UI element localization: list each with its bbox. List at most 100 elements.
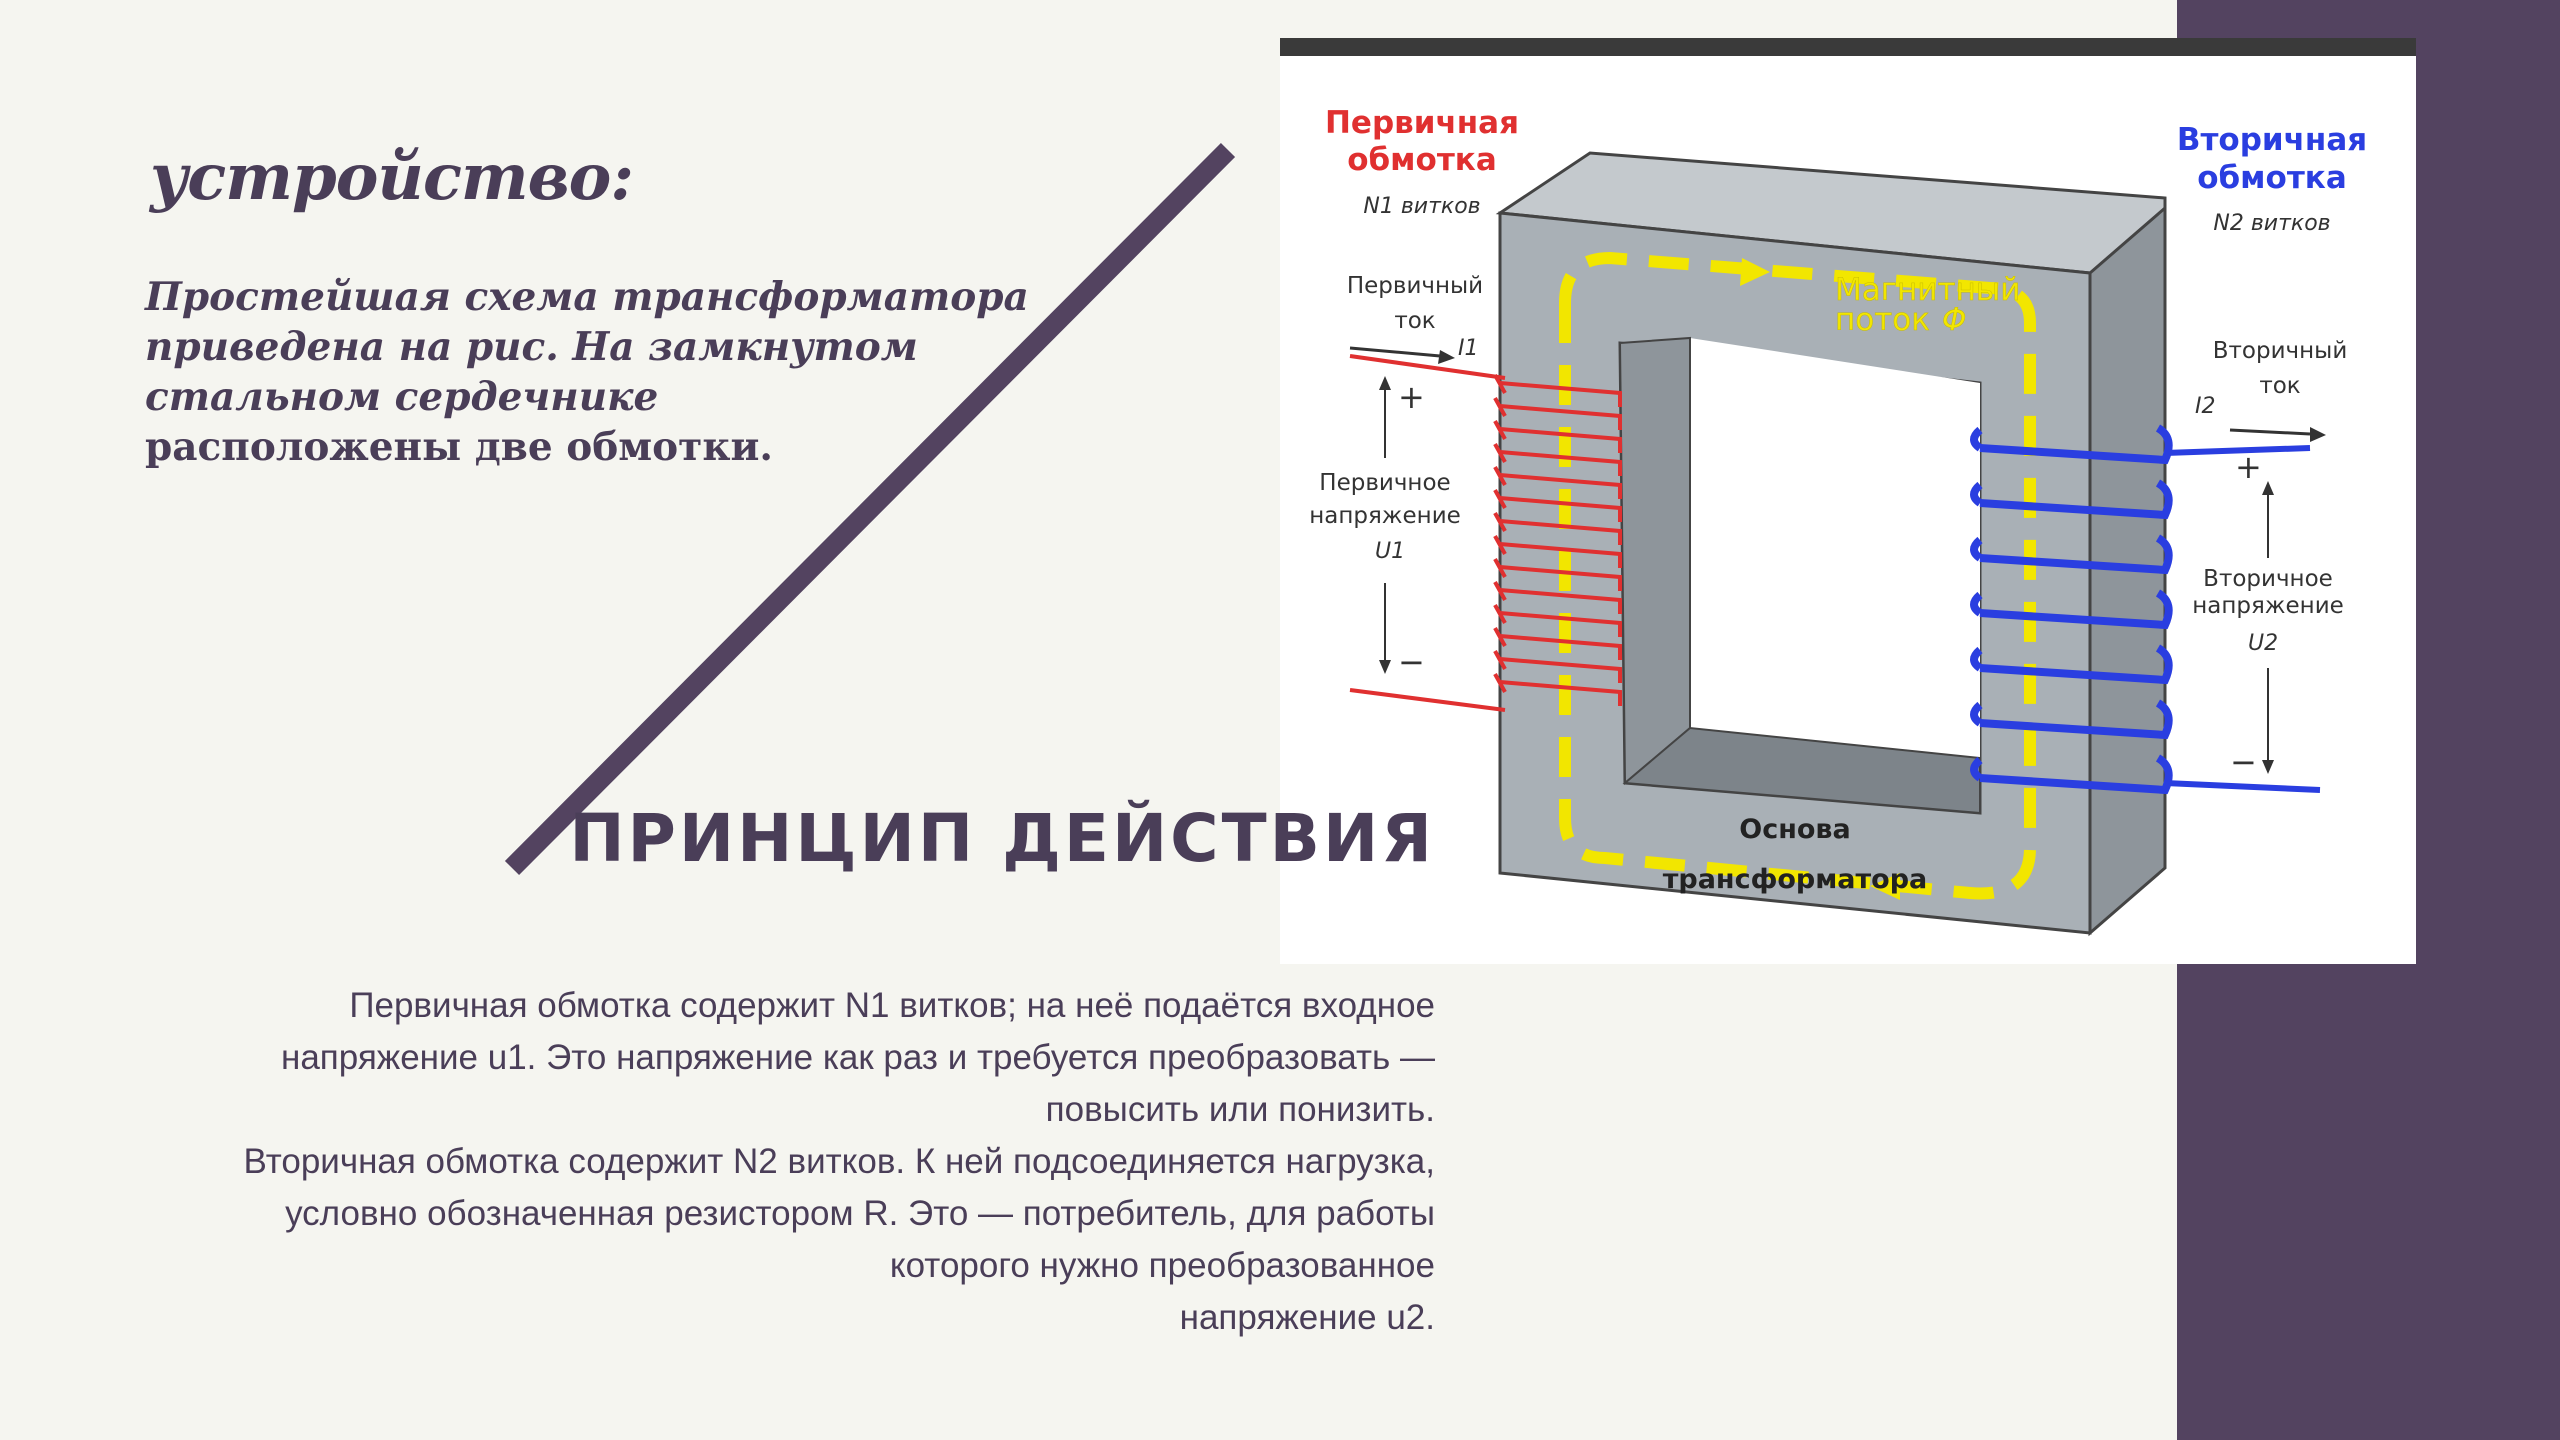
window-inner-left (1618, 336, 1691, 786)
paragraph-line: напряжение u2. (1179, 1298, 1435, 1337)
primary-coil-turn (1499, 542, 1622, 568)
secondary-current-label: ток (2259, 373, 2300, 399)
paragraph-line: которого нужно преобразованное (889, 1246, 1435, 1285)
primary-current-symbol: I1 (1458, 336, 1479, 361)
flux-arrow-icon (1740, 258, 1770, 286)
arrowhead-up-icon (2262, 481, 2274, 495)
paragraph-line: Вторичная обмотка содержит N2 витков. К … (243, 1142, 1435, 1181)
primary-current-label: Первичный (1347, 273, 1483, 299)
secondary-coil-turn-front (1970, 426, 1983, 452)
primary-coil-turn (1499, 496, 1622, 522)
secondary-coil-turn-front (1970, 756, 1983, 782)
primary-coil-turn (1499, 588, 1622, 614)
intro-line: стальном сердечнике (145, 374, 659, 420)
secondary-coil-turn-front (1970, 591, 1983, 617)
intro-line: приведена на рис. На замкнутом (145, 324, 918, 370)
primary-coil-turn (1499, 381, 1622, 407)
core-label: трансформатора (1663, 864, 1928, 895)
primary-turns-label: N1 витков (1363, 194, 1480, 219)
principle-description: Первичная обмотка содержит N1 витков; на… (115, 980, 1435, 1344)
device-heading: устройство: (150, 140, 634, 215)
secondary-coil-turn (1979, 754, 2173, 795)
primary-current-label: ток (1394, 308, 1435, 334)
intro-text: Простейшая схема трансформатора приведен… (145, 272, 1045, 472)
secondary-coil-turn-front (1970, 701, 1983, 727)
primary-coil-turn-back (1493, 650, 1507, 670)
primary-winding-label: Первичная (1325, 105, 1519, 141)
arrowhead-down-icon (1379, 660, 1391, 674)
primary-coil-turn (1499, 680, 1622, 706)
paragraph-line: повысить или понизить. (1045, 1090, 1435, 1129)
magnetic-flux-label: Магнитный (1835, 272, 2020, 308)
primary-minus-sign: − (1398, 643, 1425, 681)
primary-coil-turn-back (1493, 558, 1507, 578)
primary-current-arrowhead-icon (1438, 350, 1455, 364)
secondary-winding-coil (1970, 424, 2173, 795)
primary-coil-turn-back (1493, 673, 1507, 693)
secondary-turns-label: N2 витков (2213, 211, 2330, 236)
primary-voltage-symbol: U1 (1375, 539, 1405, 564)
primary-coil-turn (1499, 565, 1622, 591)
primary-plus-sign: + (1398, 378, 1425, 416)
arrowhead-down-icon (2262, 760, 2274, 774)
secondary-coil-turn (1979, 534, 2173, 575)
core-window (1620, 338, 1980, 813)
secondary-plus-sign: + (2235, 448, 2262, 486)
secondary-coil-turn (1979, 644, 2173, 685)
paragraph-line: напряжение u1. Это напряжение как раз и … (281, 1038, 1435, 1077)
primary-coil-turn (1499, 450, 1622, 476)
primary-lead-top (1349, 354, 1506, 380)
primary-coil-turn-back (1493, 489, 1507, 509)
primary-lead-bottom (1349, 688, 1506, 712)
primary-coil-turn (1499, 611, 1622, 637)
primary-coil-turn (1499, 634, 1622, 660)
primary-winding-coil (1493, 374, 1622, 706)
primary-coil-turn-back (1493, 420, 1507, 440)
arrowhead-up-icon (1379, 376, 1391, 390)
primary-voltage-label: Первичное (1319, 470, 1450, 496)
secondary-lead-top (2164, 445, 2311, 456)
flux-symbol: Φ (1942, 302, 1966, 338)
secondary-coil-turn-front (1970, 481, 1983, 507)
primary-coil-turn-back (1493, 443, 1507, 463)
secondary-coil-turn-front (1970, 646, 1983, 672)
primary-coil-turn-back (1493, 627, 1507, 647)
secondary-current-label: Вторичный (2213, 338, 2348, 364)
core-label: Основа (1739, 814, 1850, 845)
magnetic-flux-path (1559, 251, 2036, 900)
primary-voltage-label: напряжение (1309, 503, 1461, 529)
primary-coil-turn-back (1493, 535, 1507, 555)
primary-coil-turn-back (1493, 512, 1507, 532)
transformer-diagram: Первичная обмотка N1 витков Вторичная об… (1309, 105, 2367, 937)
principle-title: ПРИНЦИП ДЕЙСТВИЯ (569, 800, 1435, 877)
secondary-minus-sign: − (2230, 743, 2257, 781)
secondary-current-arrow-icon (2229, 428, 2311, 436)
primary-coil-turn-back (1493, 466, 1507, 486)
secondary-coil-turn (1979, 479, 2173, 520)
secondary-lead-bottom (2164, 780, 2321, 793)
magnetic-flux-label: поток (1835, 302, 1930, 338)
secondary-voltage-label: Вторичное (2203, 566, 2333, 592)
flux-arrow-icon (1870, 873, 1900, 900)
paragraph-line: условно обозначенная резистором R. Это —… (285, 1194, 1435, 1233)
secondary-coil-turn (1979, 589, 2173, 630)
window-inner-bottom (1622, 726, 1981, 815)
secondary-winding-label: обмотка (2197, 160, 2347, 196)
secondary-voltage-symbol: U2 (2248, 631, 2278, 656)
transformer-figure: Первичная обмотка N1 витков Вторичная об… (1280, 38, 2416, 964)
primary-coil-turn (1499, 657, 1622, 683)
primary-coil-turn-back (1493, 581, 1507, 601)
secondary-coil-turn (1979, 699, 2173, 740)
primary-current-arrow-icon (1349, 346, 1441, 358)
paragraph-line: Первичная обмотка содержит N1 витков; на… (349, 986, 1435, 1025)
intro-line: Простейшая схема трансформатора (145, 274, 1029, 320)
secondary-winding-label: Вторичная (2177, 122, 2367, 158)
secondary-voltage-label: напряжение (2192, 593, 2344, 619)
figure-top-bar (1280, 38, 2416, 56)
primary-coil-turn (1499, 519, 1622, 545)
primary-coil-turn-back (1493, 397, 1507, 417)
primary-coil-turn-back (1493, 604, 1507, 624)
primary-coil-turn (1499, 473, 1622, 499)
secondary-current-symbol: I2 (2195, 394, 2216, 419)
secondary-coil-turn (1979, 424, 2173, 465)
